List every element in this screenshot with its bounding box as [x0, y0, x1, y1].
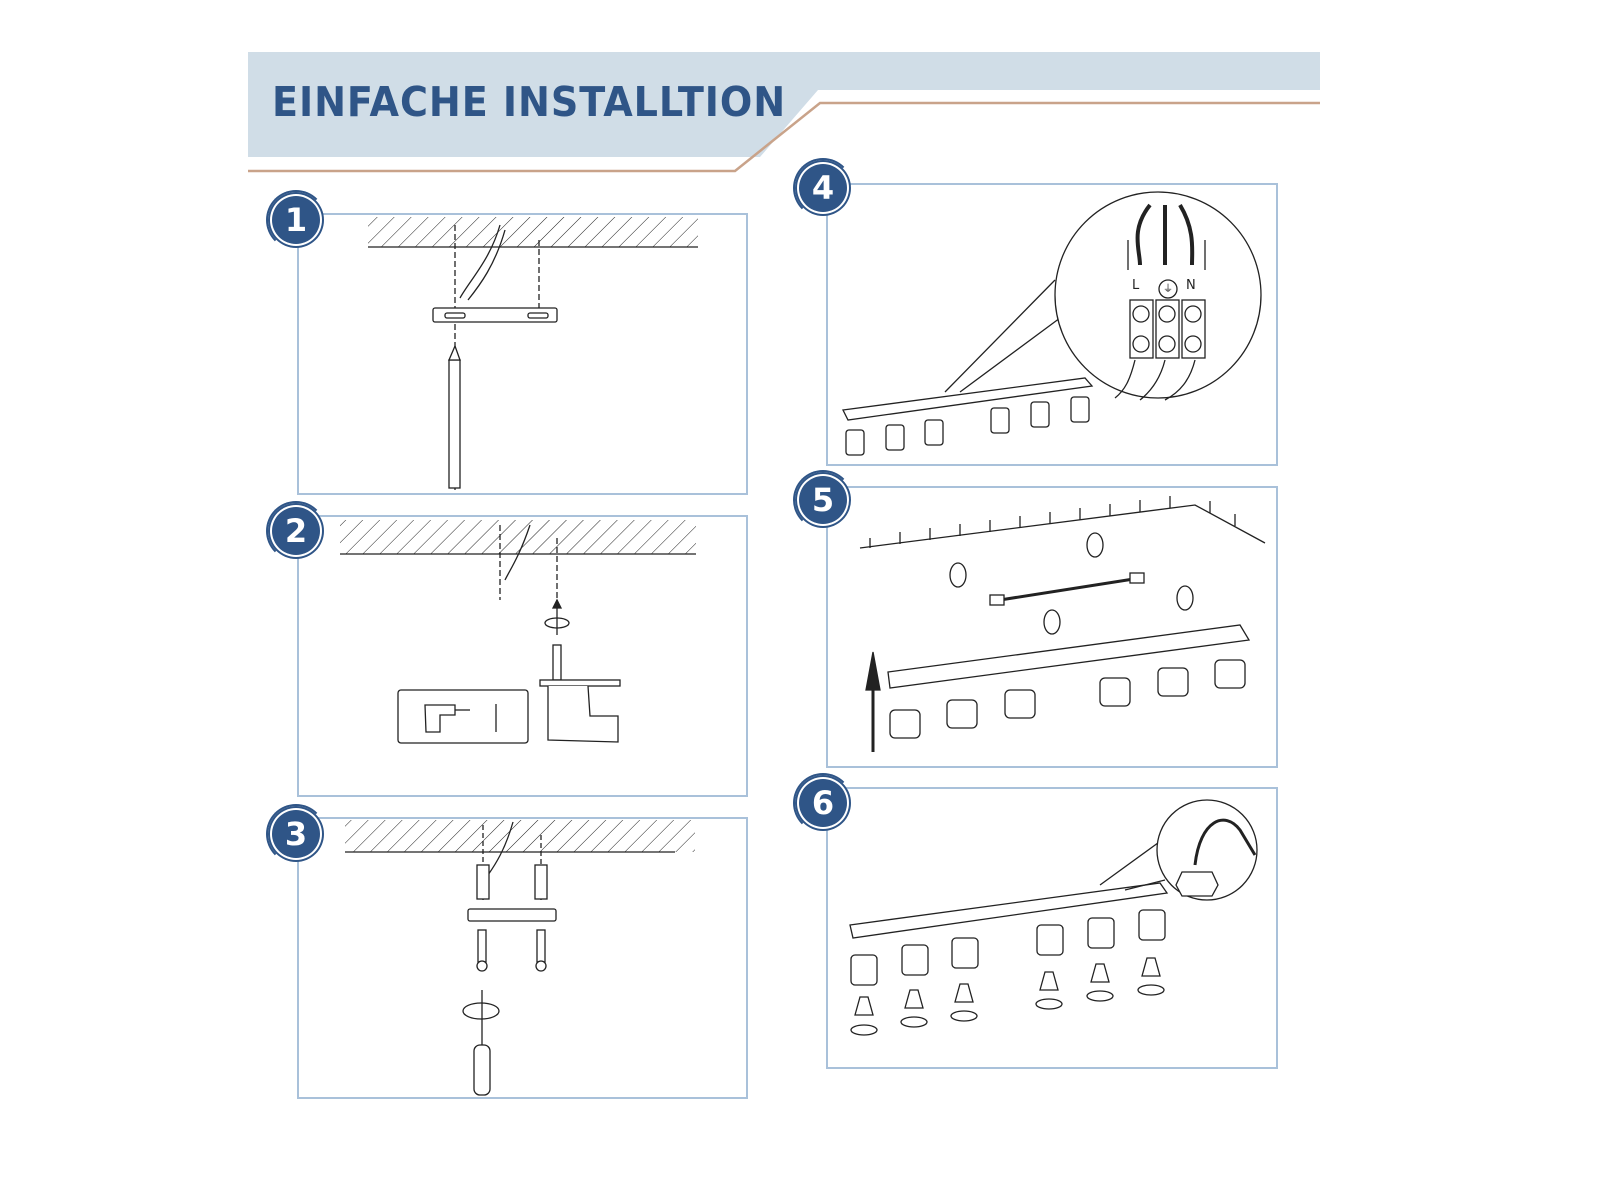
badge-arc — [266, 190, 326, 250]
step-panel-1 — [297, 213, 748, 495]
badge-arc — [793, 470, 853, 530]
step-badge-5: 5 — [799, 476, 847, 524]
header-rule — [248, 101, 1320, 173]
earth-ground-icon: ⏚ — [1163, 284, 1173, 295]
terminal-block — [1129, 299, 1206, 359]
step-panel-2 — [297, 515, 748, 797]
step-badge-1: 1 — [272, 196, 320, 244]
wire-label-neutral: N — [1186, 278, 1196, 293]
step-panel-3 — [297, 817, 748, 1099]
step-badge-6: 6 — [799, 779, 847, 827]
bulbs-and-rings — [850, 957, 1165, 1036]
spotlights — [850, 909, 1166, 986]
wire-label-live: L — [1132, 278, 1140, 293]
step-badge-3: 3 — [272, 810, 320, 858]
step-panel-5 — [826, 486, 1278, 768]
step-badge-4: 4 — [799, 164, 847, 212]
step-badge-2: 2 — [272, 507, 320, 555]
step6-drawing — [849, 799, 1258, 1036]
page-title: EINFACHE INSTALLTION — [272, 78, 787, 126]
step-panel-4 — [826, 183, 1278, 466]
badge-arc — [266, 501, 326, 561]
badge-arc — [793, 158, 853, 218]
badge-arc — [266, 804, 326, 864]
badge-arc — [793, 773, 853, 833]
step2-drawing — [340, 520, 696, 744]
step3-drawing — [345, 820, 695, 1096]
step5-drawing — [859, 496, 1266, 752]
header-band — [248, 52, 1320, 157]
step1-drawing — [368, 217, 698, 490]
spotlights — [889, 659, 1246, 739]
step-panel-6 — [826, 787, 1278, 1069]
step4-drawing — [842, 191, 1262, 456]
spotlights — [845, 396, 1090, 456]
